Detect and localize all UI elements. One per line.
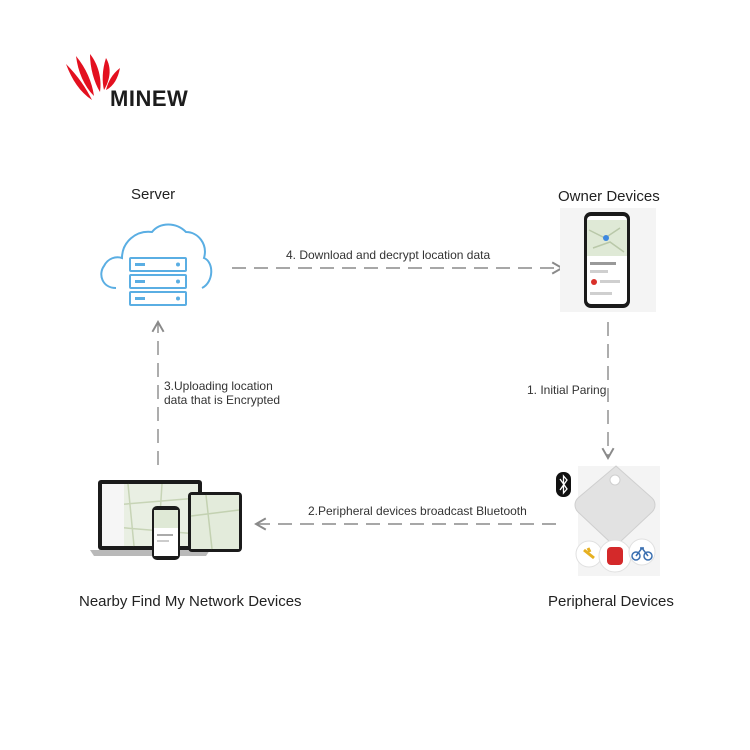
smartphone-icon bbox=[560, 208, 656, 312]
devices-icon bbox=[90, 480, 242, 560]
minew-logo: MINEW bbox=[62, 50, 202, 111]
server-label: Server bbox=[131, 186, 176, 203]
tracker-tag-icon bbox=[556, 465, 660, 576]
upload-label-line1: 3.Uploading location bbox=[164, 379, 273, 393]
pairing-label: 1. Initial Paring bbox=[527, 383, 607, 397]
logo-mark-icon bbox=[66, 54, 120, 100]
cloud-server-icon bbox=[100, 223, 213, 306]
upload-label-line2: data that is Encrypted bbox=[164, 393, 281, 407]
peripheral-label: Peripheral Devices bbox=[548, 593, 674, 610]
nearby-label: Nearby Find My Network Devices bbox=[79, 593, 302, 610]
download-label: 4. Download and decrypt location data bbox=[286, 248, 491, 262]
logo-text: MINEW bbox=[110, 86, 189, 111]
broadcast-label: 2.Peripheral devices broadcast Bluetooth bbox=[308, 504, 527, 518]
owner-label: Owner Devices bbox=[558, 188, 660, 205]
